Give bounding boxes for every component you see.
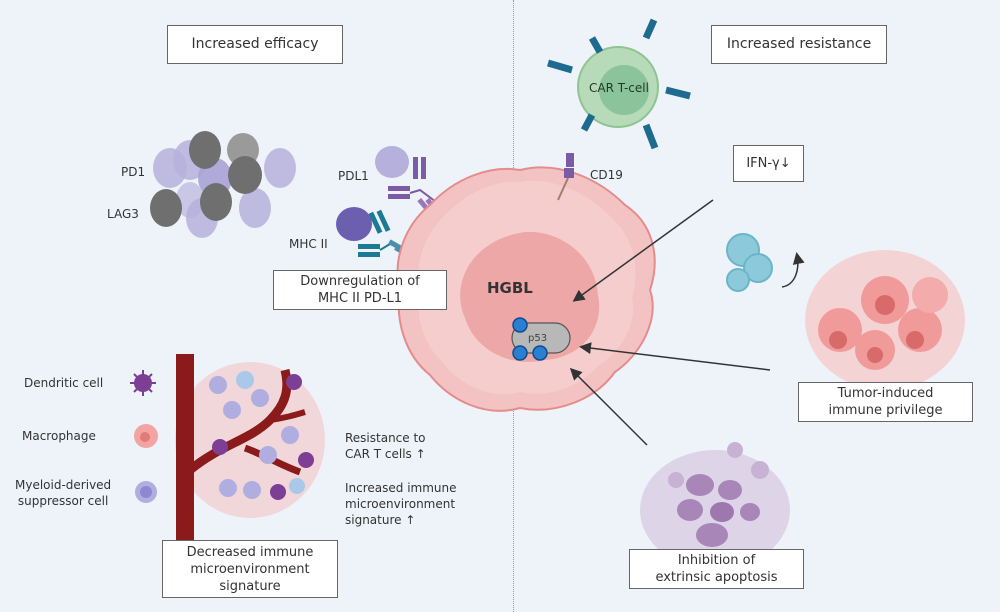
decreased-signature-line-2: microenvironment [190, 561, 310, 577]
car-t-cell-label: CAR T-cell [589, 81, 649, 95]
legend-mdsc: Myeloid-derived suppressor cell [15, 477, 111, 509]
apoptotic-cells [640, 442, 790, 570]
efficacy-title-text: Increased efficacy [191, 36, 319, 52]
decreased-signature-line-1: Decreased immune [186, 544, 314, 560]
p53-protein [511, 317, 571, 361]
apoptosis-box: Inhibition of extrinsic apoptosis [629, 549, 804, 589]
apoptosis-line-2: extrinsic apoptosis [655, 570, 778, 585]
downregulation-box: Downregulation of MHC II PD-L1 [273, 270, 447, 310]
downregulation-line-2: MHC II PD-L1 [317, 291, 403, 306]
hgbl-label: HGBL [487, 279, 533, 297]
macrophage-icon [134, 424, 158, 448]
downregulation-line-1: Downregulation of [300, 274, 420, 289]
resistance-line-2: CAR T cells ↑ [345, 447, 426, 461]
blood-vessel [175, 354, 325, 544]
arrows [569, 199, 771, 446]
p53-label: p53 [528, 333, 548, 344]
decreased-signature-box: Decreased immune microenvironment signat… [162, 540, 338, 598]
apoptosis-line-1: Inhibition of [677, 553, 756, 568]
resistance-title-text: Increased resistance [726, 36, 872, 52]
ifn-text: IFN-γ↓ [746, 156, 791, 171]
dendritic-cell-icon [130, 370, 156, 396]
increased-signature-line-3: signature ↑ [345, 513, 416, 527]
mhc2-label: MHC II [289, 237, 328, 251]
resistance-annotation: Resistance to CAR T cells ↑ [345, 430, 426, 462]
pdl1-molecule [375, 146, 441, 214]
legend-macrophage: Macrophage [22, 429, 96, 443]
mdsc-icon [135, 481, 157, 503]
checkpoint-cluster [150, 131, 296, 238]
immune-privilege-box: Tumor-induced immune privilege [798, 382, 973, 422]
panel-title-efficacy: Increased efficacy [167, 25, 343, 64]
increased-signature-line-1: Increased immune [345, 481, 457, 495]
car-t-cell-art [547, 18, 691, 150]
ifn-box: IFN-γ↓ [733, 145, 804, 182]
cd19-receptor [557, 153, 574, 201]
panel-title-resistance: Increased resistance [711, 25, 887, 64]
increased-signature-line-2: microenvironment [345, 497, 456, 511]
pdl1-label: PDL1 [338, 169, 369, 183]
tumor-cluster [805, 250, 965, 390]
ifn-cells [726, 233, 805, 292]
mhc2-molecule [336, 207, 411, 258]
legend-dendritic-cell: Dendritic cell [24, 376, 104, 390]
immune-privilege-line-2: immune privilege [828, 403, 943, 418]
increased-signature-annotation: Increased immune microenvironment signat… [345, 480, 457, 528]
immune-privilege-line-1: Tumor-induced [837, 386, 934, 401]
lag3-label: LAG3 [107, 207, 139, 221]
legend-mdsc-line-1: Myeloid-derived [15, 478, 112, 492]
cd19-label: CD19 [590, 168, 623, 182]
decreased-signature-line-3: signature [219, 578, 281, 594]
pd1-label: PD1 [121, 165, 146, 179]
legend-mdsc-line-2: suppressor cell [17, 494, 109, 508]
resistance-line-1: Resistance to [345, 431, 426, 445]
